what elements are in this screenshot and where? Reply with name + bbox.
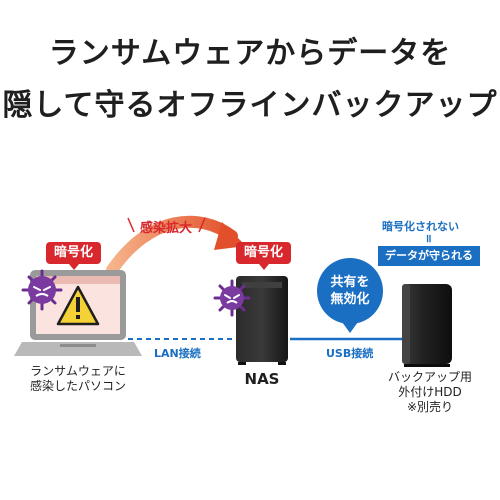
virus-icon [21, 269, 63, 311]
spread-label: 感染拡大 [140, 221, 193, 236]
title-line-2: 隠して守るオフラインバックアップ [2, 88, 498, 123]
not-encrypted-note: 暗号化されない [382, 220, 459, 233]
spread-slash-right [198, 217, 206, 233]
pc-caption: ランサムウェアに 感染したパソコン [18, 364, 138, 394]
hdd-caption: バックアップ用 外付けHDD ※別売り [378, 370, 482, 415]
shared-disabled-line-1: 共有を [330, 275, 370, 290]
hdd-caption-line-2: 外付けHDD [398, 385, 462, 399]
usb-label: USB接続 [322, 345, 378, 361]
encrypt-tag-nas: 暗号化 [236, 242, 292, 270]
equals-sign: ॥ [425, 232, 432, 245]
spread-slash-left [127, 217, 135, 233]
shared-disabled-badge: 共有を 無効化 [317, 258, 383, 324]
data-protected-box: データが守られる [378, 246, 480, 266]
shared-disabled-line-2: 無効化 [330, 292, 370, 307]
nas-icon [236, 276, 288, 365]
encrypt-tag-pc: 暗号化 [46, 242, 102, 270]
callout-pointer [342, 322, 358, 333]
nas-caption: NAS [244, 370, 280, 388]
hdd-caption-line-3: ※別売り [406, 400, 454, 414]
hdd-caption-line-1: バックアップ用 [387, 370, 472, 384]
lan-label: LAN接続 [150, 345, 205, 361]
virus-icon [213, 279, 251, 317]
warning-icon [56, 285, 100, 326]
external-hdd-icon [402, 284, 452, 367]
pc-caption-line-1: ランサムウェアに [30, 364, 126, 378]
title-line-1: ランサムウェアからデータを [48, 36, 452, 71]
pc-caption-line-2: 感染したパソコン [29, 379, 126, 393]
